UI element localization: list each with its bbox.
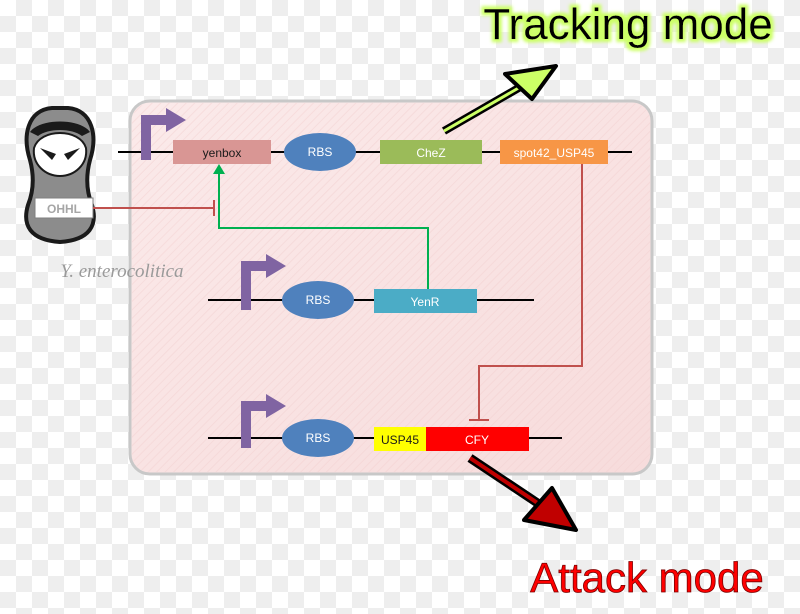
cfy-label: CFY	[465, 433, 489, 447]
circuit1-rbs-label: RBS	[308, 145, 333, 159]
yenbox-part	[173, 140, 271, 164]
organism-name: Y. enterocolitica	[60, 261, 183, 282]
circuit1-promoter-icon	[141, 108, 186, 160]
chez-label: CheZ	[416, 146, 445, 160]
usp45-part	[374, 427, 426, 451]
tracking-arrow	[442, 64, 558, 135]
chez-part	[380, 140, 482, 164]
usp45-label: USP45	[381, 433, 419, 447]
circuit2-promoter-icon	[241, 254, 286, 310]
circuit3-rbs	[282, 419, 354, 457]
attack-arrow	[467, 454, 578, 532]
tracking-mode-title: Tracking mode	[483, 0, 772, 49]
ohhl-label: OHHL	[47, 202, 81, 216]
circuit1-rbs	[284, 133, 356, 171]
attack-mode-title: Attack mode	[530, 554, 763, 601]
circuit2-rbs-label: RBS	[306, 293, 331, 307]
spot42-usp45-part	[500, 140, 608, 164]
bacterium-face-icon	[24, 106, 96, 245]
circuit2-rbs	[282, 281, 354, 319]
spot42-repression-line	[469, 164, 583, 421]
yenr-part	[374, 289, 477, 313]
spot42-usp45-label: spot42_USP45	[514, 146, 595, 160]
yenr-activation-line	[213, 164, 429, 289]
yenr-label: YenR	[411, 295, 440, 309]
cell-boundary-hatch	[132, 103, 650, 472]
cfy-part	[426, 427, 529, 451]
circuit3-promoter-icon	[241, 394, 286, 448]
ohhl-repression-line	[93, 200, 215, 216]
circuit3-rbs-label: RBS	[306, 431, 331, 445]
yenbox-label: yenbox	[203, 146, 242, 160]
